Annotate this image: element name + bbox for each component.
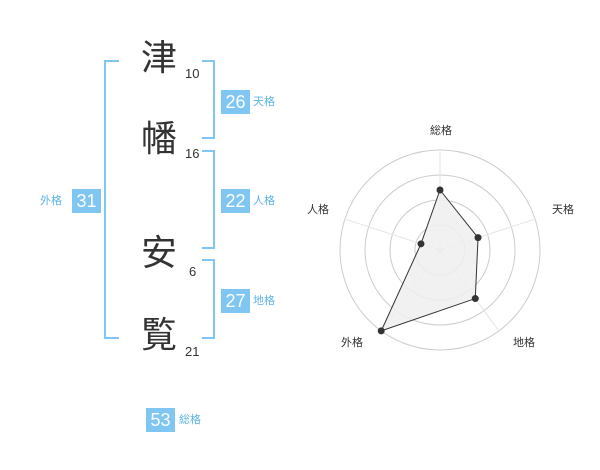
radar-axis-labels: 総格 天格 地格 外格 人格 xyxy=(307,123,574,349)
name-char-2: 幡 xyxy=(140,119,177,160)
radar-point xyxy=(436,186,444,194)
radar-label-soukaku: 総格 xyxy=(430,123,452,137)
stroke-count-4: 21 xyxy=(185,344,200,359)
soukaku-value-badge: 53 xyxy=(146,408,175,432)
jinkaku-bracket xyxy=(202,150,215,249)
radar-point xyxy=(474,234,482,242)
gaikaku-value-badge: 31 xyxy=(72,189,101,213)
radar-label-tenkaku: 天格 xyxy=(552,202,574,216)
radar-point xyxy=(377,327,385,335)
stroke-count-2: 16 xyxy=(185,146,200,161)
radar-label-gaikaku: 外格 xyxy=(341,335,363,349)
chikaku-value-badge: 27 xyxy=(221,289,250,313)
radar-point xyxy=(417,240,425,248)
jinkaku-label: 人格 xyxy=(253,194,275,207)
soukaku-label: 総格 xyxy=(179,413,201,426)
radar-point xyxy=(471,295,479,303)
gaikaku-bracket xyxy=(104,60,119,339)
gaikaku-label: 外格 xyxy=(40,194,62,207)
radar-label-jinkaku: 人格 xyxy=(307,202,329,216)
jinkaku-value-badge: 22 xyxy=(221,189,250,213)
chikaku-bracket xyxy=(202,259,215,339)
stroke-count-1: 10 xyxy=(185,66,200,81)
chikaku-label: 地格 xyxy=(253,294,275,307)
radar-points xyxy=(377,186,482,335)
tenkaku-label: 天格 xyxy=(253,95,275,108)
name-char-4: 覧 xyxy=(140,315,177,356)
name-char-3: 安 xyxy=(140,233,177,274)
radar-data-area xyxy=(380,188,479,332)
name-char-1: 津 xyxy=(140,38,177,79)
tenkaku-value-badge: 26 xyxy=(221,90,250,114)
radar-label-chikaku: 地格 xyxy=(513,335,535,349)
stroke-count-3: 6 xyxy=(189,264,197,279)
tenkaku-bracket xyxy=(202,60,215,139)
